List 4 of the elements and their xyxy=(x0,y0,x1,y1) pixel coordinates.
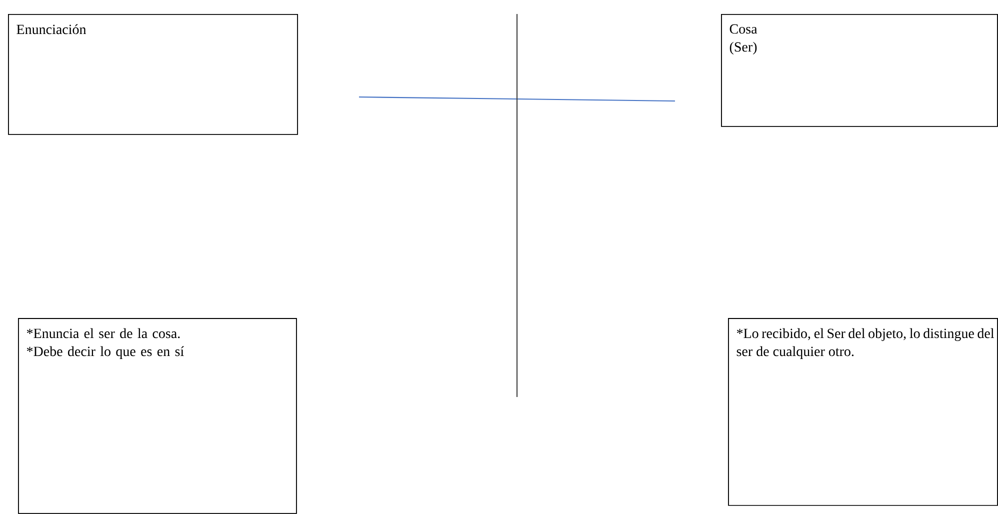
text-box: Cosa (Ser) xyxy=(721,14,998,127)
text-box: *Lo recibido, el Ser del objeto, lo distingue del ser de cualquier otro. xyxy=(728,318,998,506)
text-box: *Enuncia el ser de la cosa. *Debe decir lo que es en sí xyxy=(18,318,297,514)
text-box: Enunciación xyxy=(8,14,298,135)
